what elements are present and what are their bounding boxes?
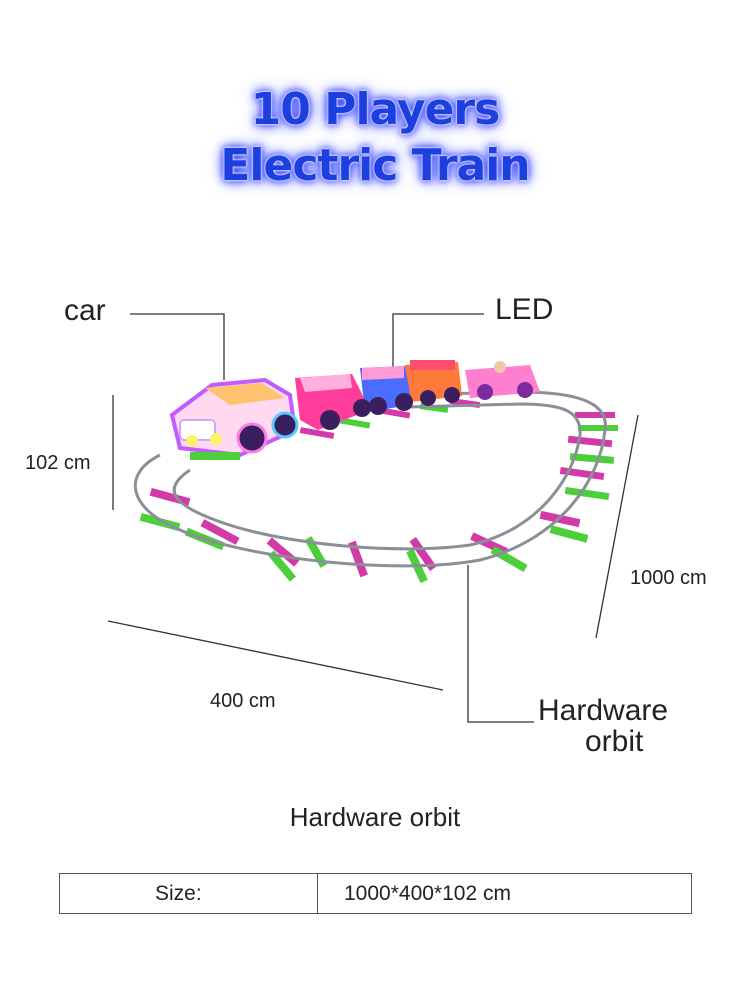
led-leader-line xyxy=(392,313,484,370)
orbit-leader-line xyxy=(467,565,534,723)
train xyxy=(169,360,540,460)
width-dimension-label: 400 cm xyxy=(210,690,276,712)
hardware-orbit-callout-label: Hardware orbit xyxy=(538,695,668,757)
section-caption: Hardware orbit xyxy=(289,802,461,832)
height-dimension-label: 102 cm xyxy=(25,452,91,474)
hardware-orbit-rails xyxy=(133,390,607,568)
spec-size-label: Size: xyxy=(60,874,318,913)
car-blue xyxy=(360,366,413,415)
length-dimension-line xyxy=(595,414,639,639)
car-pink xyxy=(295,374,371,430)
led-callout-label: LED xyxy=(495,293,554,326)
track-sleepers xyxy=(139,397,618,584)
car-leader-line xyxy=(130,313,225,380)
title-line-1: 10 Players xyxy=(250,84,501,135)
length-dimension-label: 1000 cm xyxy=(630,567,707,589)
spec-table: Size: 1000*400*102 cm xyxy=(59,873,692,914)
hardware-orbit-label-line-2: orbit xyxy=(585,725,644,758)
car-lead xyxy=(169,377,299,460)
car-callout-label: car xyxy=(64,294,106,327)
car-orange xyxy=(405,360,462,406)
spec-size-value: 1000*400*102 cm xyxy=(344,881,511,905)
hardware-orbit-label-line-1: Hardware xyxy=(538,694,669,727)
car-rear xyxy=(465,361,540,400)
width-dimension-line xyxy=(107,620,444,691)
title-line-2: Electric Train xyxy=(220,140,530,191)
